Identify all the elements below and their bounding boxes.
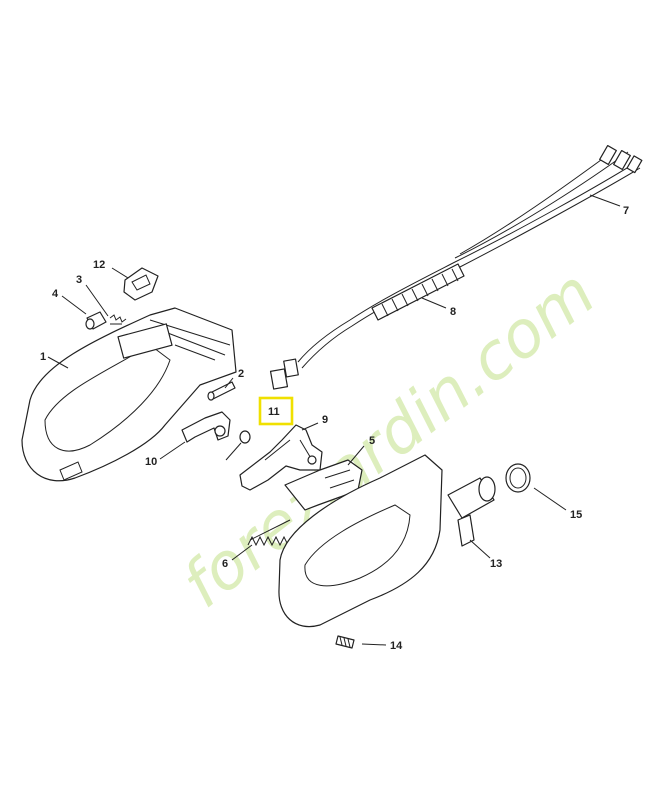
callout-7: 7 (623, 205, 629, 217)
screw (335, 635, 355, 649)
callout-1: 1 (40, 351, 46, 363)
pin (207, 381, 236, 401)
motor-shaft (447, 476, 496, 547)
callout-9: 9 (322, 414, 328, 426)
callout-11-highlight (258, 396, 294, 426)
callout-8: 8 (450, 306, 456, 318)
callout-12: 12 (93, 259, 105, 271)
callout-11: 11 (268, 406, 280, 418)
callout-6: 6 (222, 558, 228, 570)
callout-2: 2 (238, 368, 244, 380)
o-ring (505, 463, 531, 493)
callout-3: 3 (76, 274, 82, 286)
sleeve (85, 311, 107, 330)
small-spring (109, 314, 127, 325)
lever (181, 411, 231, 443)
handle-half-left (21, 307, 237, 482)
handle-half-right (278, 454, 496, 628)
callout-13: 13 (490, 558, 502, 570)
leader-lines (47, 194, 621, 646)
switch-cap (123, 267, 159, 301)
callout-15: 15 (570, 509, 582, 521)
callouts: 1 2 3 4 5 6 7 8 9 10 11 12 13 14 15 (40, 205, 629, 652)
wiring-harness (269, 144, 643, 390)
callout-4: 4 (52, 288, 59, 300)
trigger (239, 424, 323, 491)
callout-5: 5 (369, 435, 375, 447)
callout-10: 10 (145, 456, 157, 468)
spring-sleeve (371, 263, 465, 321)
torsion-spring (225, 430, 251, 461)
callout-14: 14 (390, 640, 403, 652)
